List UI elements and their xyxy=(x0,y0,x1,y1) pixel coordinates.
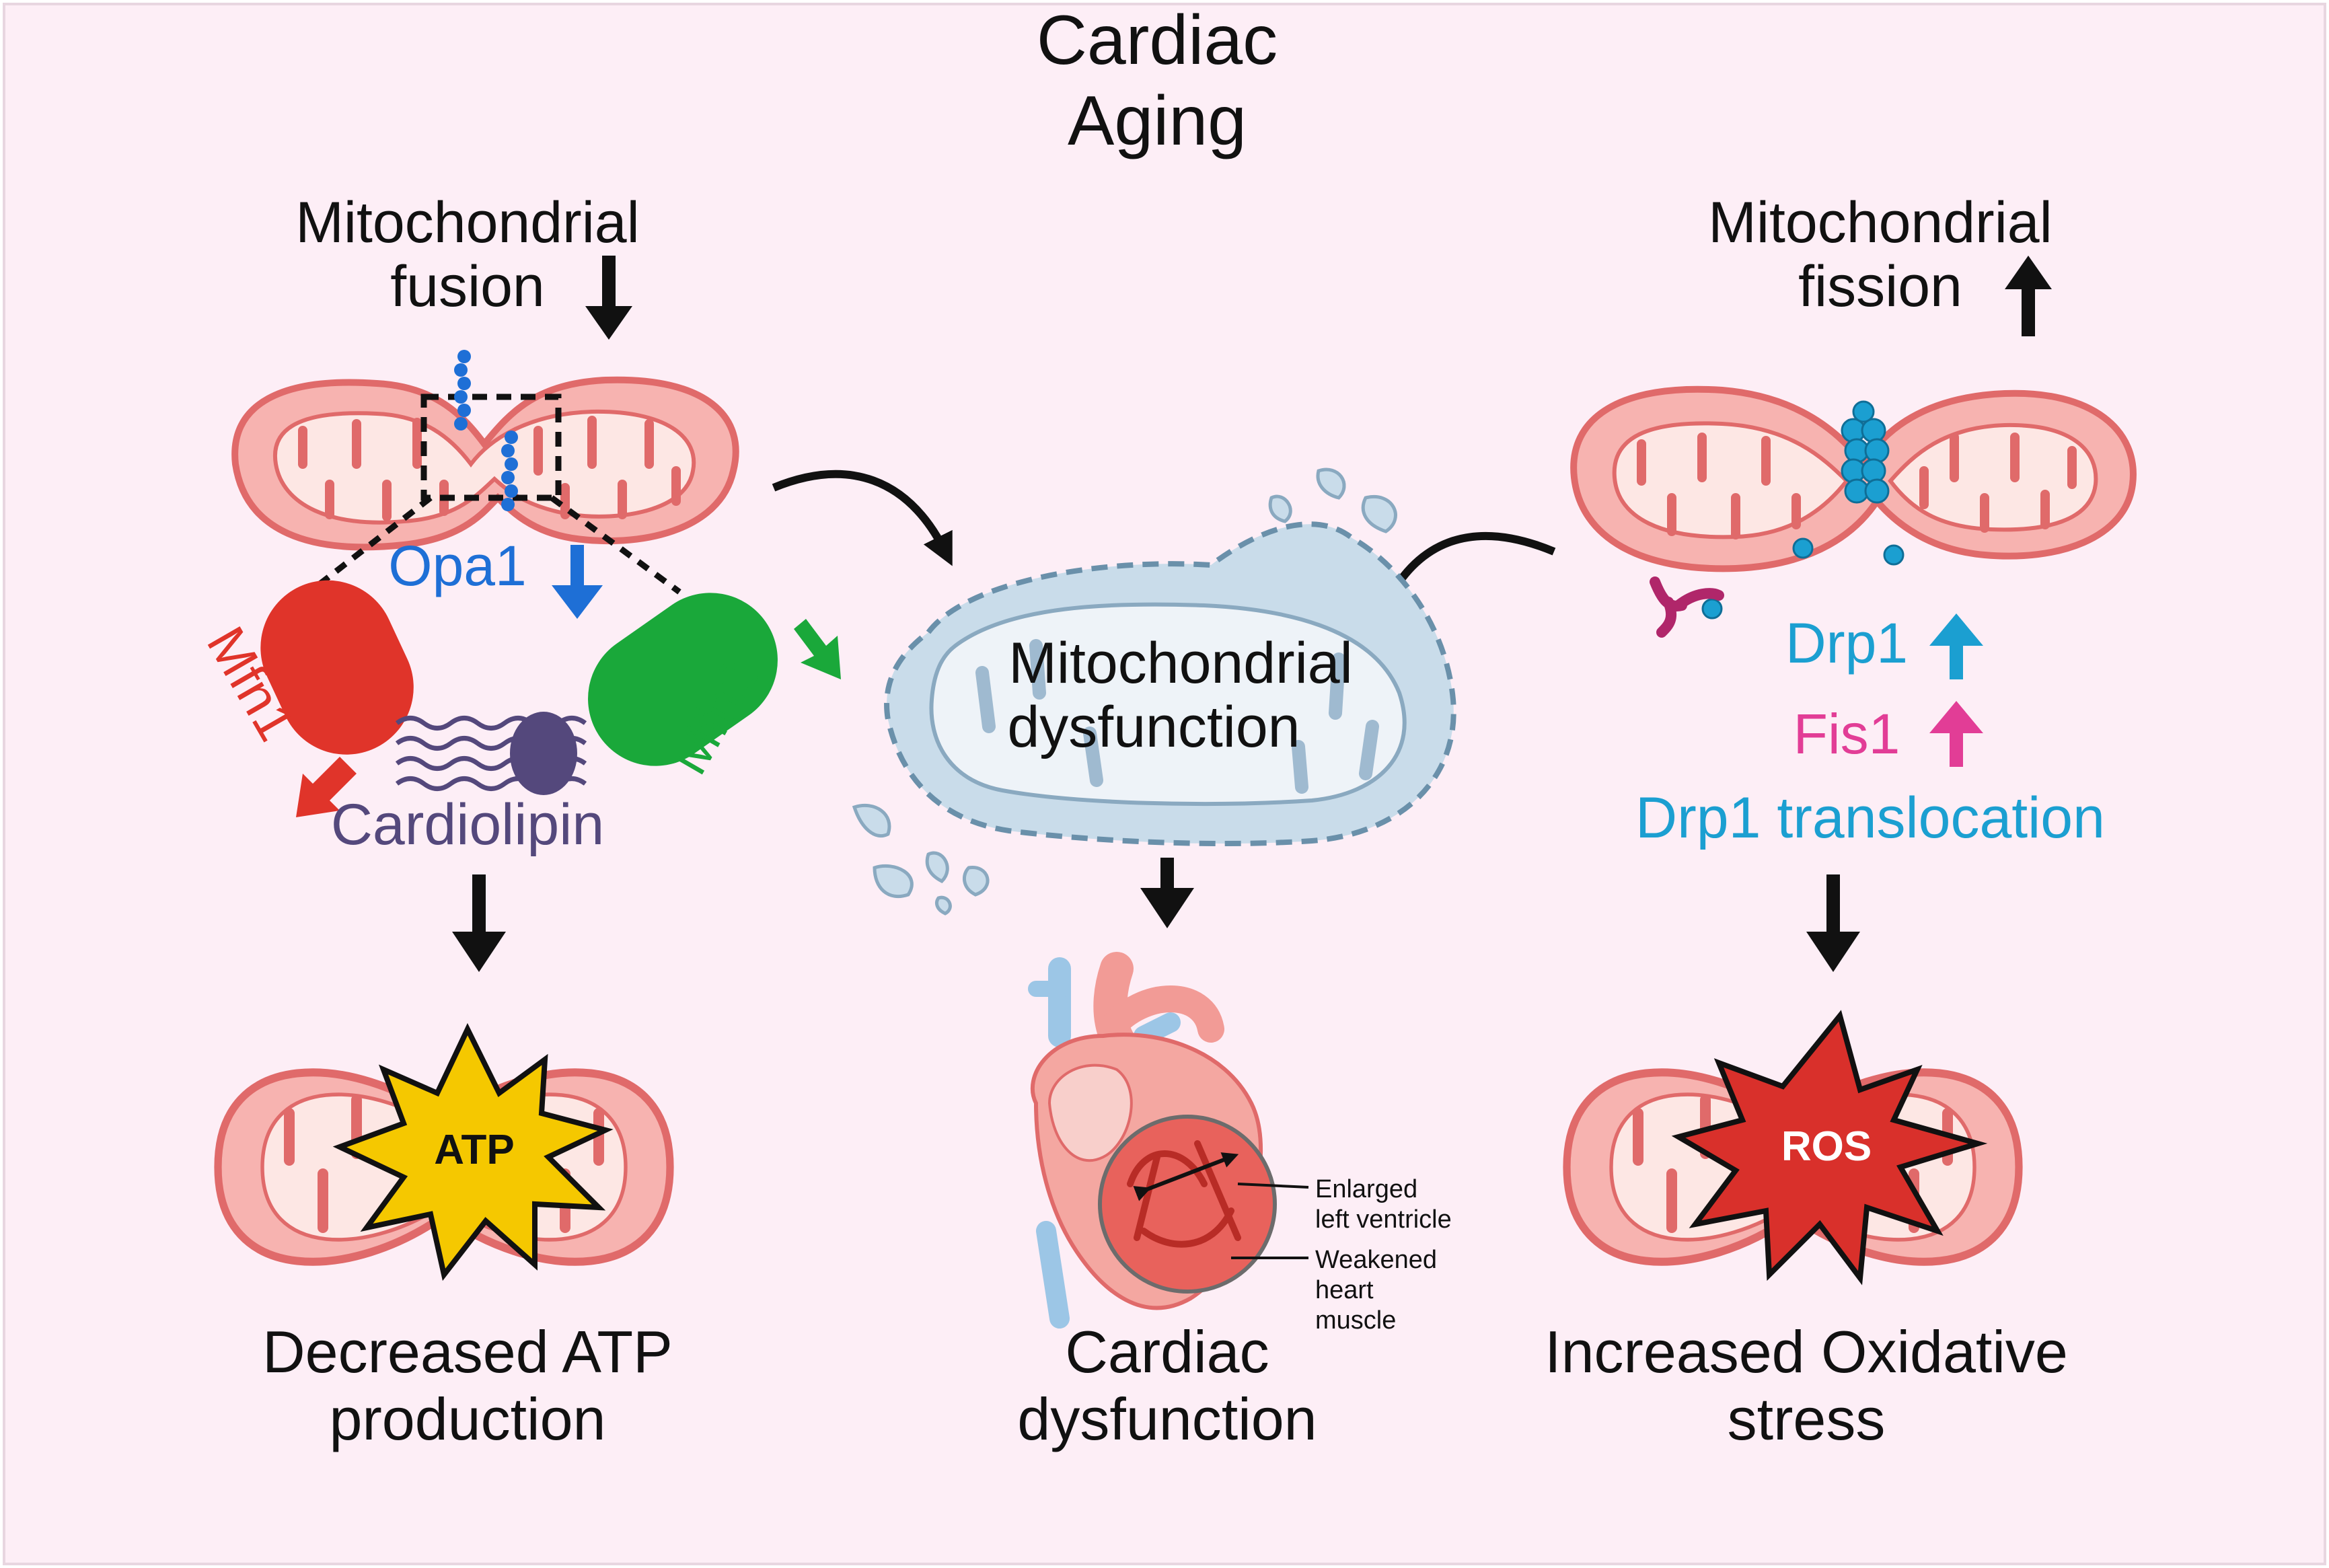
atp-star-icon xyxy=(332,1022,614,1281)
fission-to-ros-arrow-icon xyxy=(1806,874,1860,972)
cardiac-outcome-line2: dysfunction xyxy=(1017,1386,1317,1452)
ros-star-icon xyxy=(1671,1010,1988,1285)
drp1-up-arrow-icon xyxy=(1929,613,1983,679)
zoom-line-left xyxy=(307,495,433,595)
fission-up-arrow-icon xyxy=(2005,256,2052,336)
fission-heading-line2: fission xyxy=(1798,254,1962,319)
fusion-to-dysfunction-arrow xyxy=(772,470,953,566)
fusing-mitochondrion xyxy=(231,350,739,551)
cardiolipin-head xyxy=(510,712,577,795)
title-line1: Cardiac xyxy=(1037,1,1278,79)
heart-label1-line2: left ventricle xyxy=(1315,1205,1452,1234)
dividing-mitochondrion xyxy=(1570,385,2137,638)
heart-label2-line3: muscle xyxy=(1315,1306,1396,1335)
dysfunction-to-heart-arrow-icon xyxy=(1140,858,1194,928)
dysfunction-label-line1: Mitochondrial xyxy=(1008,631,1352,696)
heart-label1-line1: Enlarged xyxy=(1315,1175,1417,1203)
dysfunctional-mitochondrion xyxy=(852,468,1456,916)
heart-illustration xyxy=(1028,952,1309,1329)
atp-label: ATP xyxy=(434,1127,514,1173)
opa1-label: Opa1 xyxy=(388,534,527,597)
atp-outcome-line1: Decreased ATP xyxy=(262,1318,673,1385)
mfn1-down-arrow-icon xyxy=(296,757,357,817)
fission-heading-line1: Mitochondrial xyxy=(1708,190,2052,255)
opa1-down-arrow-icon xyxy=(552,545,603,619)
dysfunction-label-line2: dysfunction xyxy=(1007,695,1300,759)
fusion-heading-line1: Mitochondrial xyxy=(295,190,639,255)
ros-label: ROS xyxy=(1781,1123,1872,1170)
atp-outcome-line2: production xyxy=(330,1386,606,1452)
heart-label2-line1: Weakened xyxy=(1315,1246,1437,1274)
ros-outcome-line1: Increased Oxidative xyxy=(1545,1318,2068,1385)
heart-label2-line2: heart xyxy=(1315,1276,1374,1304)
zoom-line-right xyxy=(550,495,681,595)
drp1-label: Drp1 xyxy=(1785,611,1908,675)
fusion-to-atp-arrow-icon xyxy=(452,874,506,972)
fusion-down-arrow-icon xyxy=(585,256,632,340)
fis1-up-arrow-icon xyxy=(1929,701,1983,767)
title-line2: Aging xyxy=(1068,82,1247,160)
fusion-heading-line2: fusion xyxy=(390,254,545,319)
drp1-translocation-label: Drp1 translocation xyxy=(1635,786,2105,850)
ros-outcome-line2: stress xyxy=(1728,1386,1886,1452)
mfn1-protein xyxy=(260,580,414,755)
fis1-label: Fis1 xyxy=(1794,702,1900,766)
cardiolipin-label: Cardiolipin xyxy=(331,792,604,857)
mfn2-protein xyxy=(588,593,778,766)
cardiac-outcome-line1: Cardiac xyxy=(1065,1318,1269,1385)
mfn2-down-arrow-icon xyxy=(794,619,841,679)
